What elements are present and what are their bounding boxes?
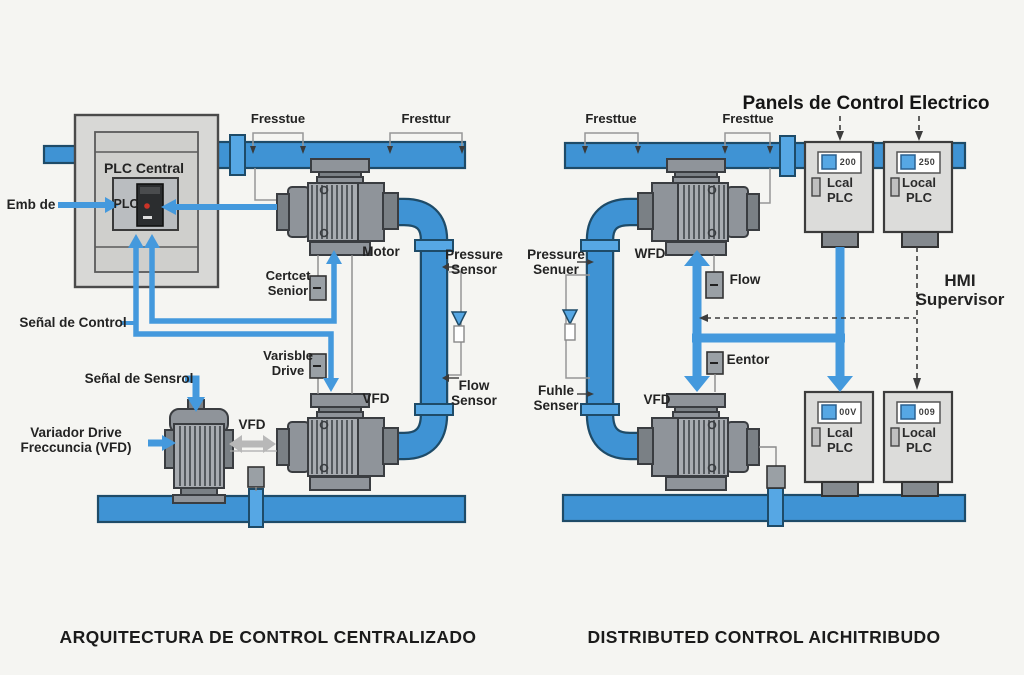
local-plc-panel-3 [803,390,875,497]
label-input-signal: Emb de [6,197,56,212]
plc-cabinet [73,113,220,289]
caption-left: ARQUITECTURA DE CONTROL CENTRALIZADO [59,627,477,647]
label-level-sensor: Fuhle Senser [533,383,579,414]
label-vfd-pump-right: VFD [643,392,671,407]
panel-3-display-value: 00V [839,407,857,417]
label-vfd-callout: Variador Drive Freccuncia (VFD) [20,425,132,456]
small-motor [164,399,234,504]
valve-icon [450,311,468,328]
label-flow-sensor-left: Flow Sensor [451,378,497,409]
pipe-flange [414,403,454,416]
label-vfd-link: VFD [238,417,266,432]
left-sensors [247,255,353,491]
motor-pump-left-top [276,158,399,256]
panel-2-name: Local PLC [902,175,936,205]
panel-4-name: Local PLC [902,425,936,455]
right-title: Panels de Control Electrico [742,93,990,114]
local-plc-panel-4 [882,390,954,497]
label-wfd-pump: WFD [634,246,666,261]
pipe-flange [779,135,796,177]
inlet-pipe-stub [42,144,78,165]
left-piping [42,134,467,528]
panel-4-display-value: 009 [918,407,936,417]
label-motor-sensor: Eentor [726,352,770,367]
label-pressure-sensor-left: Pressure Sensor [445,247,503,278]
label-pipe-bracket-1: Fresstue [250,111,306,126]
left-bottom-pipe [96,494,467,524]
pipe-flange [580,403,620,416]
pipe-flange [414,239,454,252]
label-pipe-bracket-2: Fresttur [401,111,451,126]
pipe-flange [229,134,246,176]
vfd-pump-right-bottom [637,393,760,491]
label-pressure-sensor-right: Pressure Senuer [527,247,585,278]
vfd-pump-left-bottom [276,393,399,491]
label-hmi-supervisor: HMI Supervisor [915,271,1005,310]
vfd-link-arrow [229,435,277,453]
wfd-pump-right-top [637,158,760,256]
pipe-flange [580,239,620,252]
cabinet-title: PLC Central [103,160,185,176]
label-variable-drive: Varisble Drive [263,348,313,378]
local-plc-panel-2 [882,140,954,248]
left-riser-pipe [397,200,446,458]
right-signal-lines [684,247,853,392]
label-pipe-bracket-4: Fresttue [722,111,774,126]
label-control-signal: Señal de Control [19,315,127,330]
right-brackets [561,132,773,397]
valve-icon [561,309,579,326]
left-brackets [250,132,468,382]
label-sensor-signal: Señal de Sensrol [84,371,194,386]
label-flow-sensor-right: Flow [729,272,761,287]
right-sensors [705,255,786,489]
panel-3-name: Lcal PLC [826,425,854,455]
pipe-sensor-box [766,465,786,489]
label-vfd-pump-left: VFD [362,391,390,406]
plc-device-label: PLC [113,197,139,211]
caption-right: DISTRIBUTED CONTROL AICHITRIBUDO [587,627,941,647]
panel-1-name: Lcal PLC [826,175,854,205]
panel-1-display-value: 200 [839,157,857,167]
label-current-sensor: Certcet Senior [265,268,311,298]
supervisory-dashed-lines [699,116,923,390]
left-signal-lines [58,197,342,451]
label-pipe-bracket-3: Fresttue [585,111,637,126]
right-bottom-pipe [561,493,967,523]
pipe-flange [248,488,264,528]
right-riser-pipe [588,200,639,458]
pipe-sensor-box [247,466,265,488]
label-motor: Motor [362,244,400,259]
pipe-flange [767,487,784,527]
plc-led [144,203,150,209]
panel-2-display-value: 250 [918,157,936,167]
